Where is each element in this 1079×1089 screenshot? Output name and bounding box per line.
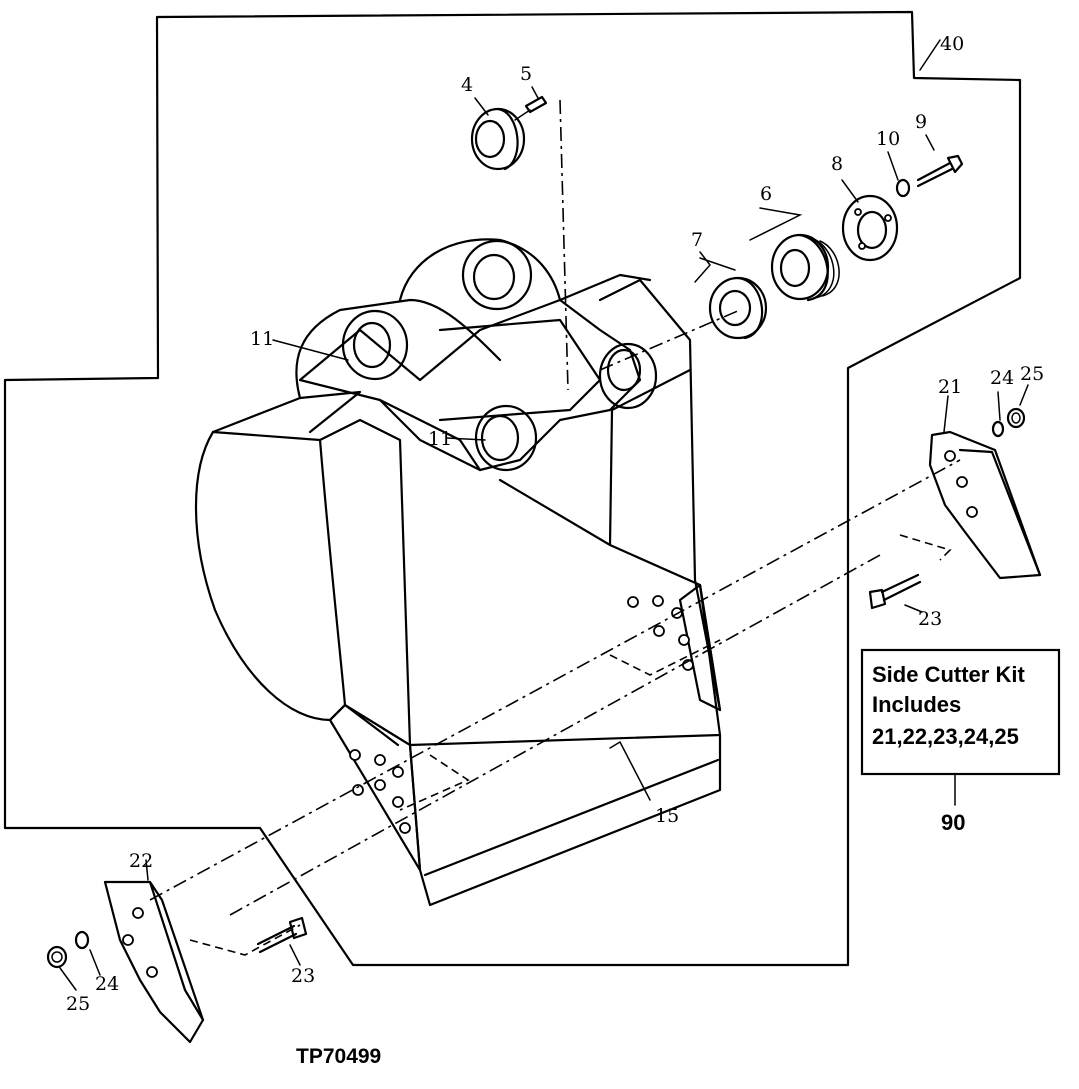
callout-9: 9 — [915, 111, 927, 133]
callout-8: 8 — [831, 153, 843, 175]
axis-cutter-upper — [149, 459, 961, 901]
bolt-plane-lower — [189, 754, 470, 956]
axis-bushing — [599, 309, 741, 371]
part-8-plate — [841, 194, 899, 262]
axis-pivot — [559, 99, 569, 391]
callout-21: 21 — [938, 376, 962, 398]
kit-line-1: Side Cutter Kit — [872, 662, 1025, 687]
part-23-bolt-right — [868, 573, 922, 610]
boss-11-lower — [474, 404, 538, 472]
part-5-pin — [514, 95, 548, 121]
callout-15: 15 — [655, 805, 679, 827]
callout-25-left: 25 — [66, 993, 90, 1015]
callout-40: 40 — [940, 33, 964, 55]
side-cutter-kit-box: Side Cutter Kit Includes 21,22,23,24,25 … — [860, 648, 1061, 835]
part-24-washer-right — [991, 420, 1005, 438]
callout-90: 90 — [941, 810, 965, 835]
callout-11-lower: 11 — [428, 428, 452, 450]
part-24-washer-left — [74, 930, 90, 950]
callout-5: 5 — [520, 63, 532, 85]
axis-cutter-lower — [229, 554, 881, 916]
part-6-shim-set — [770, 233, 840, 302]
assembly-boundary — [3, 10, 1022, 967]
callout-24-left: 24 — [95, 973, 119, 995]
callout-23-left: 23 — [291, 965, 315, 987]
figure-id: TP70499 — [296, 1045, 381, 1068]
kit-line-3: 21,22,23,24,25 — [872, 724, 1019, 749]
part-7-bushing — [708, 276, 768, 340]
kit-box-frame — [860, 648, 1061, 776]
callout-labels: 4 5 6 7 8 9 10 11 11 15 21 22 23 23 24 2… — [66, 33, 1044, 1015]
callout-22: 22 — [129, 850, 153, 872]
part-25-nut-left — [46, 945, 68, 969]
part-21-side-cutter-right — [928, 430, 1042, 580]
part-23-bolt-left — [256, 916, 308, 954]
bucket-body — [194, 238, 722, 907]
callout-23-right: 23 — [918, 608, 942, 630]
part-4-seal — [470, 107, 526, 171]
callout-10: 10 — [876, 128, 900, 150]
callout-24-right: 24 — [990, 367, 1014, 389]
part-25-nut-right — [1006, 407, 1026, 429]
part-10-washer — [895, 178, 911, 198]
boss-pivot — [598, 342, 658, 410]
part-9-cap-screw — [916, 154, 964, 188]
bolt-plane-upper — [609, 534, 952, 676]
kit-line-2: Includes — [872, 692, 961, 717]
boss-11-upper — [341, 309, 409, 381]
callout-25-right: 25 — [1020, 363, 1044, 385]
callout-4: 4 — [461, 74, 473, 96]
callout-7: 7 — [691, 229, 703, 251]
callout-11-upper: 11 — [250, 328, 274, 350]
boss-upper-right — [461, 239, 533, 311]
leader-lines — [59, 39, 1029, 991]
link-plates — [298, 239, 658, 472]
callout-6: 6 — [760, 183, 772, 205]
part-22-side-cutter-left — [103, 880, 205, 1044]
